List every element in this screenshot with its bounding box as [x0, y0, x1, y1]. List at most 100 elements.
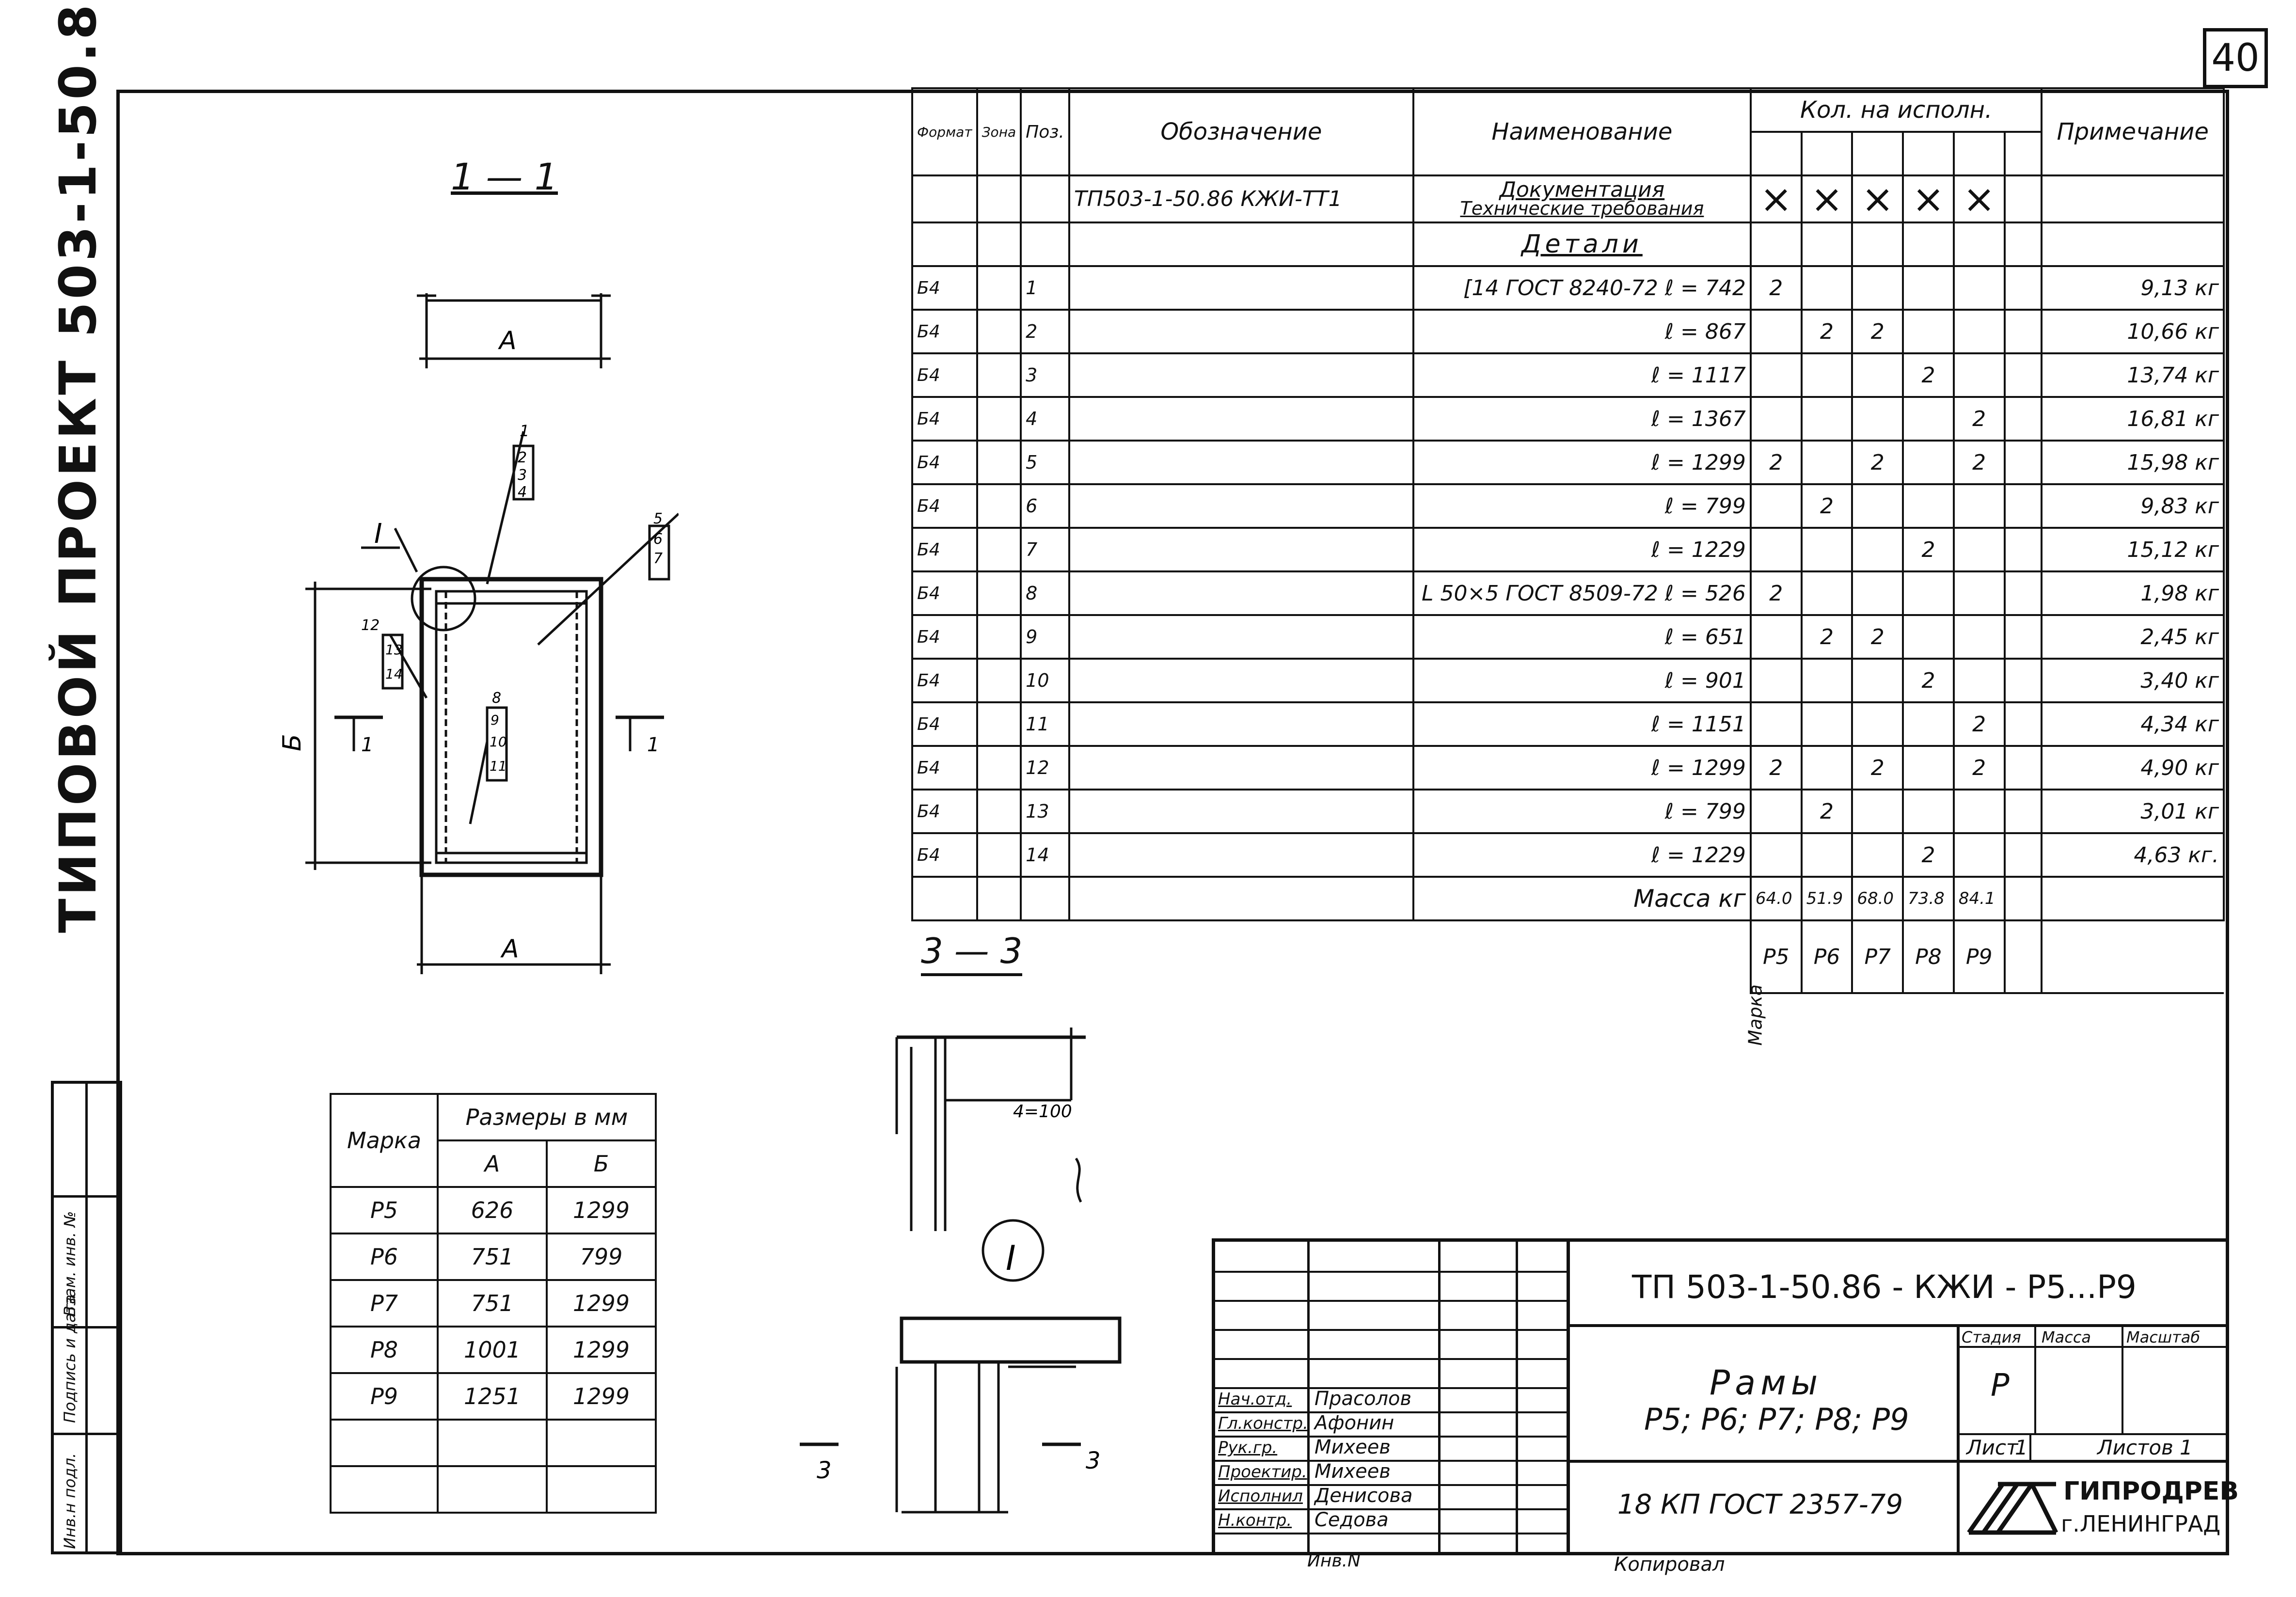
- svg-text:6: 6: [653, 531, 663, 548]
- dim-a-bottom: A: [500, 934, 519, 964]
- svg-text:11: 11: [490, 758, 507, 774]
- svg-text:14: 14: [385, 666, 403, 682]
- sheet-label: Лист: [1966, 1436, 2018, 1459]
- strip-replace-label: Взам. инв. №: [61, 1211, 79, 1316]
- mass-label: Масса кг: [1412, 876, 1752, 921]
- section-3-3: 3 — 3 I 4=100 3 3: [771, 931, 1134, 1536]
- svg-text:7: 7: [653, 550, 663, 567]
- staff-name: Михеев: [1314, 1460, 1391, 1483]
- node-3-3-label: I: [1006, 1238, 1016, 1278]
- svg-text:13: 13: [385, 642, 403, 658]
- node-label: I: [374, 518, 382, 550]
- dim-col-sizes: Размеры в мм: [437, 1093, 657, 1141]
- svg-text:9: 9: [491, 712, 499, 728]
- side-title: ТИПОВОЙ ПРОЕКТ 503-1-50.86 АЛЬБОМ3: [48, 0, 108, 933]
- callout-1: 1: [520, 422, 529, 440]
- doc-code: ТП 503-1-50.86 - КЖИ - Р5...Р9: [1632, 1268, 2137, 1306]
- table-row: [330, 1465, 657, 1514]
- staff-role: Исполнил: [1218, 1486, 1303, 1506]
- material: 18 КП ГОСТ 2357-79: [1617, 1489, 1903, 1520]
- spec-col-pos: Поз.: [1020, 87, 1070, 176]
- staff-name: Михеев: [1314, 1436, 1391, 1458]
- specification-table: Формат Зона Поз. Обозначение Наименовани…: [911, 87, 2225, 1045]
- svg-text:2: 2: [518, 449, 527, 466]
- cut-label-left: 1: [361, 734, 373, 756]
- marka-label: Марка: [1744, 984, 1766, 1046]
- spec-col-designation: Обозначение: [1068, 87, 1414, 176]
- staff-role: Гл.констр.: [1218, 1414, 1308, 1433]
- staff-name: Седова: [1314, 1509, 1389, 1531]
- sheet-value: 1: [2015, 1436, 2028, 1459]
- spec-col-qty: Кол. на исполн.: [1749, 87, 2043, 133]
- spec-section-row: Детали: [911, 221, 2225, 267]
- spec-col-note: Примечание: [2041, 87, 2225, 176]
- svg-text:3: 3: [518, 467, 527, 484]
- inv-label: Инв.N: [1307, 1551, 1361, 1571]
- cut-label-right: 1: [647, 734, 659, 756]
- spec-mass-row: Масса кг 64.0 51.9 68.0 73.8 84.1: [911, 876, 2225, 921]
- strip-inv-label: Инв.н подл.: [61, 1453, 79, 1549]
- table-row: [330, 1419, 657, 1467]
- callout-12: 12: [361, 617, 380, 634]
- svg-text:4: 4: [518, 484, 527, 501]
- callout-8: 8: [492, 690, 501, 707]
- doc-title-2: Р5; Р6; Р7; Р8; Р9: [1644, 1402, 1909, 1437]
- staff-role: Н.контр.: [1218, 1511, 1292, 1530]
- spec-col-name: Наименование: [1412, 87, 1752, 176]
- dim-col-b: Б: [545, 1139, 657, 1188]
- logo-icon: [1967, 1482, 2058, 1535]
- dim-b: Б: [278, 734, 307, 751]
- dim-4-100: 4=100: [1013, 1102, 1072, 1122]
- section-3-3-drawing: I 4=100 3 3: [800, 1028, 1122, 1514]
- copied-label: Копировал: [1614, 1553, 1725, 1576]
- section-1-1: 1 — 1: [271, 145, 679, 1018]
- cut-3-left: 3: [817, 1457, 832, 1484]
- stage-value: Р: [1991, 1368, 2010, 1404]
- staff-role: Рук.гр.: [1218, 1438, 1278, 1457]
- frame-drawing: A A Б I 1 1 1 2 3 4 5 6 7 12 13 14 8 9 1…: [278, 293, 679, 974]
- section-3-3-label: 3 — 3: [921, 931, 1023, 976]
- staff-name: Прасолов: [1314, 1388, 1412, 1410]
- org-city: г.ЛЕНИНГРАД: [2061, 1511, 2221, 1537]
- staff-role: Проектир.: [1218, 1462, 1307, 1482]
- stage-label: Стадия: [1962, 1328, 2021, 1346]
- mass-label-tb: Масса: [2042, 1328, 2091, 1346]
- dim-col-a: А: [437, 1139, 548, 1188]
- spec-col-zone: Зона: [976, 87, 1022, 176]
- doc-name-2: Технические требования: [1460, 197, 1704, 219]
- section-1-1-label: 1 — 1: [451, 155, 558, 198]
- staff-role: Нач.отд.: [1218, 1390, 1292, 1409]
- org-name: ГИПРОДРЕВ: [2063, 1477, 2239, 1506]
- spec-marka-row: Марка Р5 Р6 Р7 Р8 Р9: [912, 919, 2224, 1045]
- spec-doc-row: ТП503-1-50.86 КЖИ-ТТ1 Документация Техни…: [911, 174, 2225, 223]
- sheets-label: Листов: [2097, 1436, 2173, 1459]
- doc-name-1: Документация: [1499, 177, 1665, 202]
- doc-title-1: Рамы: [1710, 1363, 1823, 1403]
- staff-name: Денисова: [1314, 1485, 1413, 1507]
- cut-3-right: 3: [1086, 1447, 1101, 1474]
- scale-label: Масштаб: [2126, 1328, 2201, 1346]
- sheets-value: 1: [2180, 1436, 2193, 1459]
- spec-section-title: Детали: [1412, 221, 1752, 267]
